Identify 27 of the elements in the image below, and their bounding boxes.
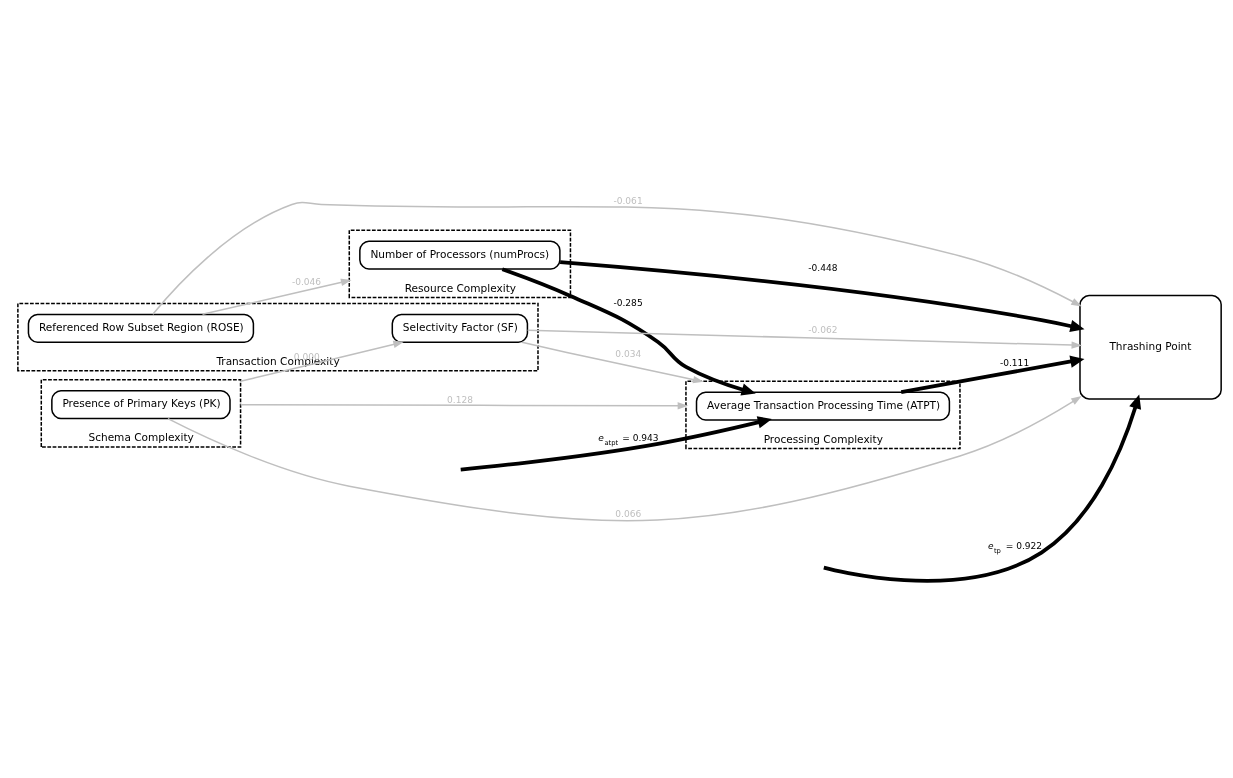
arrow: [167, 396, 1082, 522]
edge-label: -0.448: [808, 262, 838, 273]
edge-label: -0.111: [999, 357, 1030, 368]
arrow: [152, 201, 1082, 315]
node-box: Number of Processors (numProcs): [359, 240, 561, 270]
arrow: [559, 260, 1085, 333]
edge-label: -0.062: [808, 324, 838, 335]
arrow: [460, 416, 772, 472]
node-box: Selectivity Factor (SF): [391, 313, 529, 344]
edge-label: 0.128: [447, 394, 473, 405]
arrow: [239, 402, 689, 410]
arrow: [823, 394, 1142, 583]
arrow: [239, 340, 404, 382]
node-box: Average Transaction Processing Time (ATPT): [695, 391, 951, 421]
arrow: [201, 278, 352, 316]
node-box: Referenced Row Subset Region (ROSE): [27, 313, 255, 344]
edge-label: -0.046: [291, 277, 322, 288]
edge-label: 0.066: [615, 508, 642, 519]
node-box: Presence of Primary Keys (PK): [51, 389, 231, 420]
arrow: [526, 329, 1083, 349]
edge-label: -0.285: [613, 298, 643, 309]
node-box: Thrashing Point: [1079, 294, 1222, 400]
edge-label: e$_{atpt}$ = 0.943: [598, 432, 659, 447]
edge-label: -0.061: [613, 196, 643, 207]
edge-label: e$_{tp}$ = 0.922: [987, 541, 1043, 556]
edge-label: 0.034: [615, 348, 642, 359]
arrow: [521, 341, 704, 384]
